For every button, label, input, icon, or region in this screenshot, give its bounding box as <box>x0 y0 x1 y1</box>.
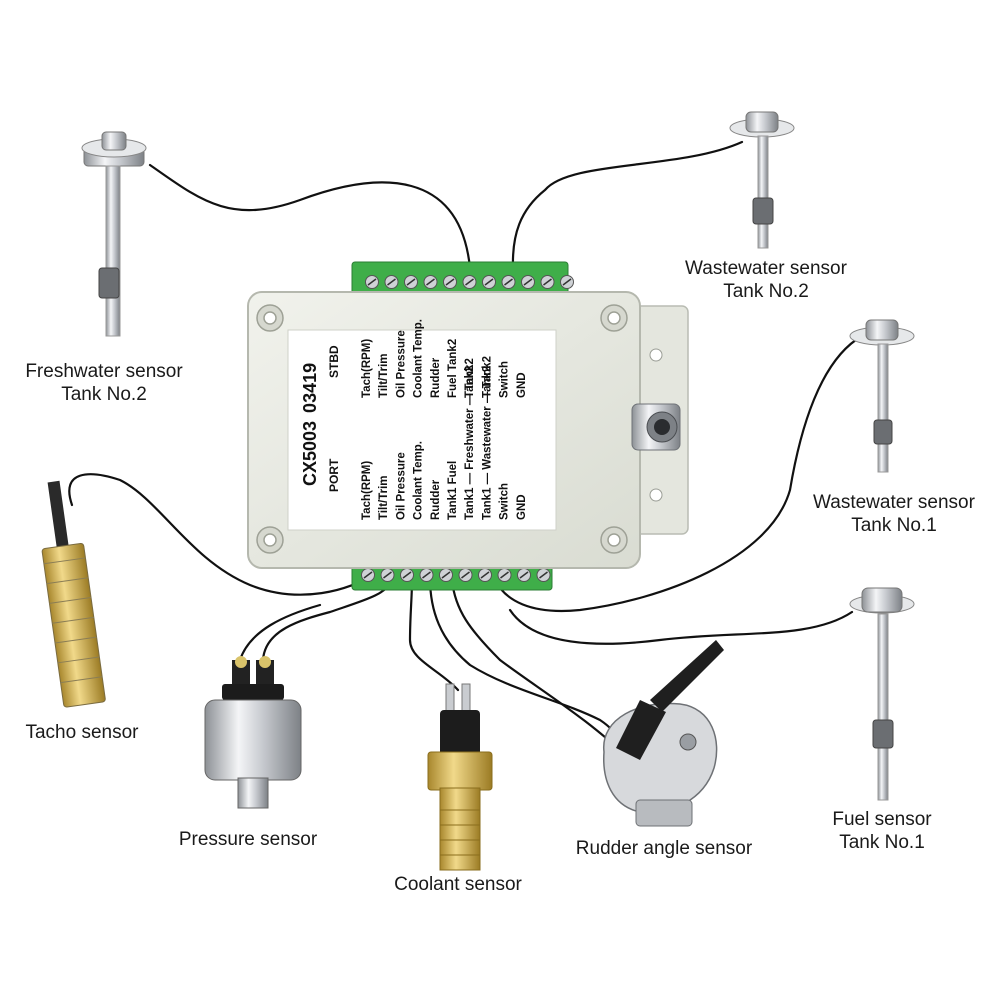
freshwater-sensor-tank2 <box>81 131 147 337</box>
wire-coolant <box>408 578 460 692</box>
stbd-terminal-label-1: Tilt/Trim <box>378 353 390 398</box>
terminal-screw-slot <box>422 571 431 579</box>
terminal-screw-slot <box>504 278 513 286</box>
stbd-terminal-label-9: GND <box>516 372 528 398</box>
port-terminal-label-9: GND <box>516 494 528 520</box>
port-terminal-label-0: Tach(RPM) <box>361 461 373 520</box>
terminal-screw-slot <box>406 278 416 286</box>
wire-freshwater-tank2 <box>148 163 472 270</box>
port-terminal-label-1: Tilt/Trim <box>378 475 390 520</box>
stbd-label: STBD <box>327 345 341 378</box>
label-tacho: Tacho sensor <box>25 722 139 743</box>
stbd-terminal-label-4: Rudder <box>430 357 442 398</box>
rudder-angle-sensor <box>603 640 724 827</box>
port-terminal-label-6: Tank1 — Freshwater — Tank2 <box>464 358 476 520</box>
terminal-screw-slot <box>387 278 396 286</box>
tacho-sensor <box>41 480 106 708</box>
terminal-screw-slot <box>539 571 548 579</box>
terminal-screw-slot <box>461 571 470 579</box>
label-coolant: Coolant sensor <box>394 874 522 895</box>
wire-pressure-1 <box>261 578 395 662</box>
port-terminal-label-2: Oil Pressure <box>395 452 407 520</box>
stbd-terminal-label-8: Switch <box>499 361 511 398</box>
port-terminal-label-5: Tank1 Fuel <box>447 461 459 520</box>
module-label-text: CX500303419 PORT STBD Tach(RPM) Tilt/Trim… <box>300 319 528 520</box>
terminal-screw-slot <box>426 278 435 286</box>
top-terminal-block <box>351 261 574 297</box>
stbd-terminal-label-7: Tank2 <box>481 366 493 398</box>
label-pressure: Pressure sensor <box>179 829 318 850</box>
terminal-screw-slot <box>523 278 533 286</box>
stbd-terminal-label-0: Tach(RPM) <box>361 339 373 398</box>
round-connector <box>631 403 681 451</box>
terminal-screw-slot <box>445 278 455 286</box>
wire-rudder-2 <box>450 578 632 762</box>
wires <box>68 140 864 762</box>
port-label: PORT <box>327 458 341 492</box>
housing-screw-holes <box>256 304 628 554</box>
wire-tacho <box>68 473 374 596</box>
stbd-terminal-label-6: Tank2 <box>464 366 476 398</box>
coolant-sensor <box>427 683 493 871</box>
terminal-screw-slot <box>367 278 377 286</box>
terminal-screw-slot <box>500 571 509 579</box>
terminal-screw-slot <box>383 571 392 579</box>
terminal-screw-slot <box>543 278 552 286</box>
wire-fuel-tank1 <box>508 608 854 645</box>
terminal-screw-slot <box>402 571 412 579</box>
terminal-screw-slot <box>484 278 494 286</box>
terminal-screw-slot <box>562 278 572 286</box>
stbd-terminal-label-5: Fuel Tank2 <box>447 339 459 398</box>
wastewater-sensor-tank1 <box>849 319 915 473</box>
wastewater-sensor-tank2 <box>729 111 795 249</box>
wire-pressure-2 <box>238 603 322 662</box>
terminal-screw-slot <box>363 571 373 579</box>
pressure-sensor <box>204 656 302 809</box>
stbd-terminal-label-2: Oil Pressure <box>395 330 407 398</box>
terminal-screw-slot <box>480 571 490 579</box>
stbd-terminal-label-3: Coolant Temp. <box>413 319 425 398</box>
port-terminal-label-4: Rudder <box>430 479 442 520</box>
wire-wastewater-tank1 <box>493 334 864 612</box>
label-rudder: Rudder angle sensor <box>576 838 753 859</box>
model-number: CX500303419 <box>300 363 320 486</box>
terminal-screw-slot <box>465 278 474 286</box>
fuel-sensor-tank1 <box>849 587 915 801</box>
terminal-screw-slot <box>519 571 529 579</box>
module-label-sticker <box>287 329 557 531</box>
port-terminal-label-8: Switch <box>499 483 511 520</box>
port-terminal-label-3: Coolant Temp. <box>413 441 425 520</box>
wire-wastewater-tank2 <box>511 140 744 270</box>
terminal-screw-slot <box>441 571 451 579</box>
control-module: CX500303419 PORT STBD Tach(RPM) Tilt/Trim… <box>247 261 689 591</box>
port-terminal-label-7: Tank1 — Wastewater — Tank2 <box>481 356 493 520</box>
